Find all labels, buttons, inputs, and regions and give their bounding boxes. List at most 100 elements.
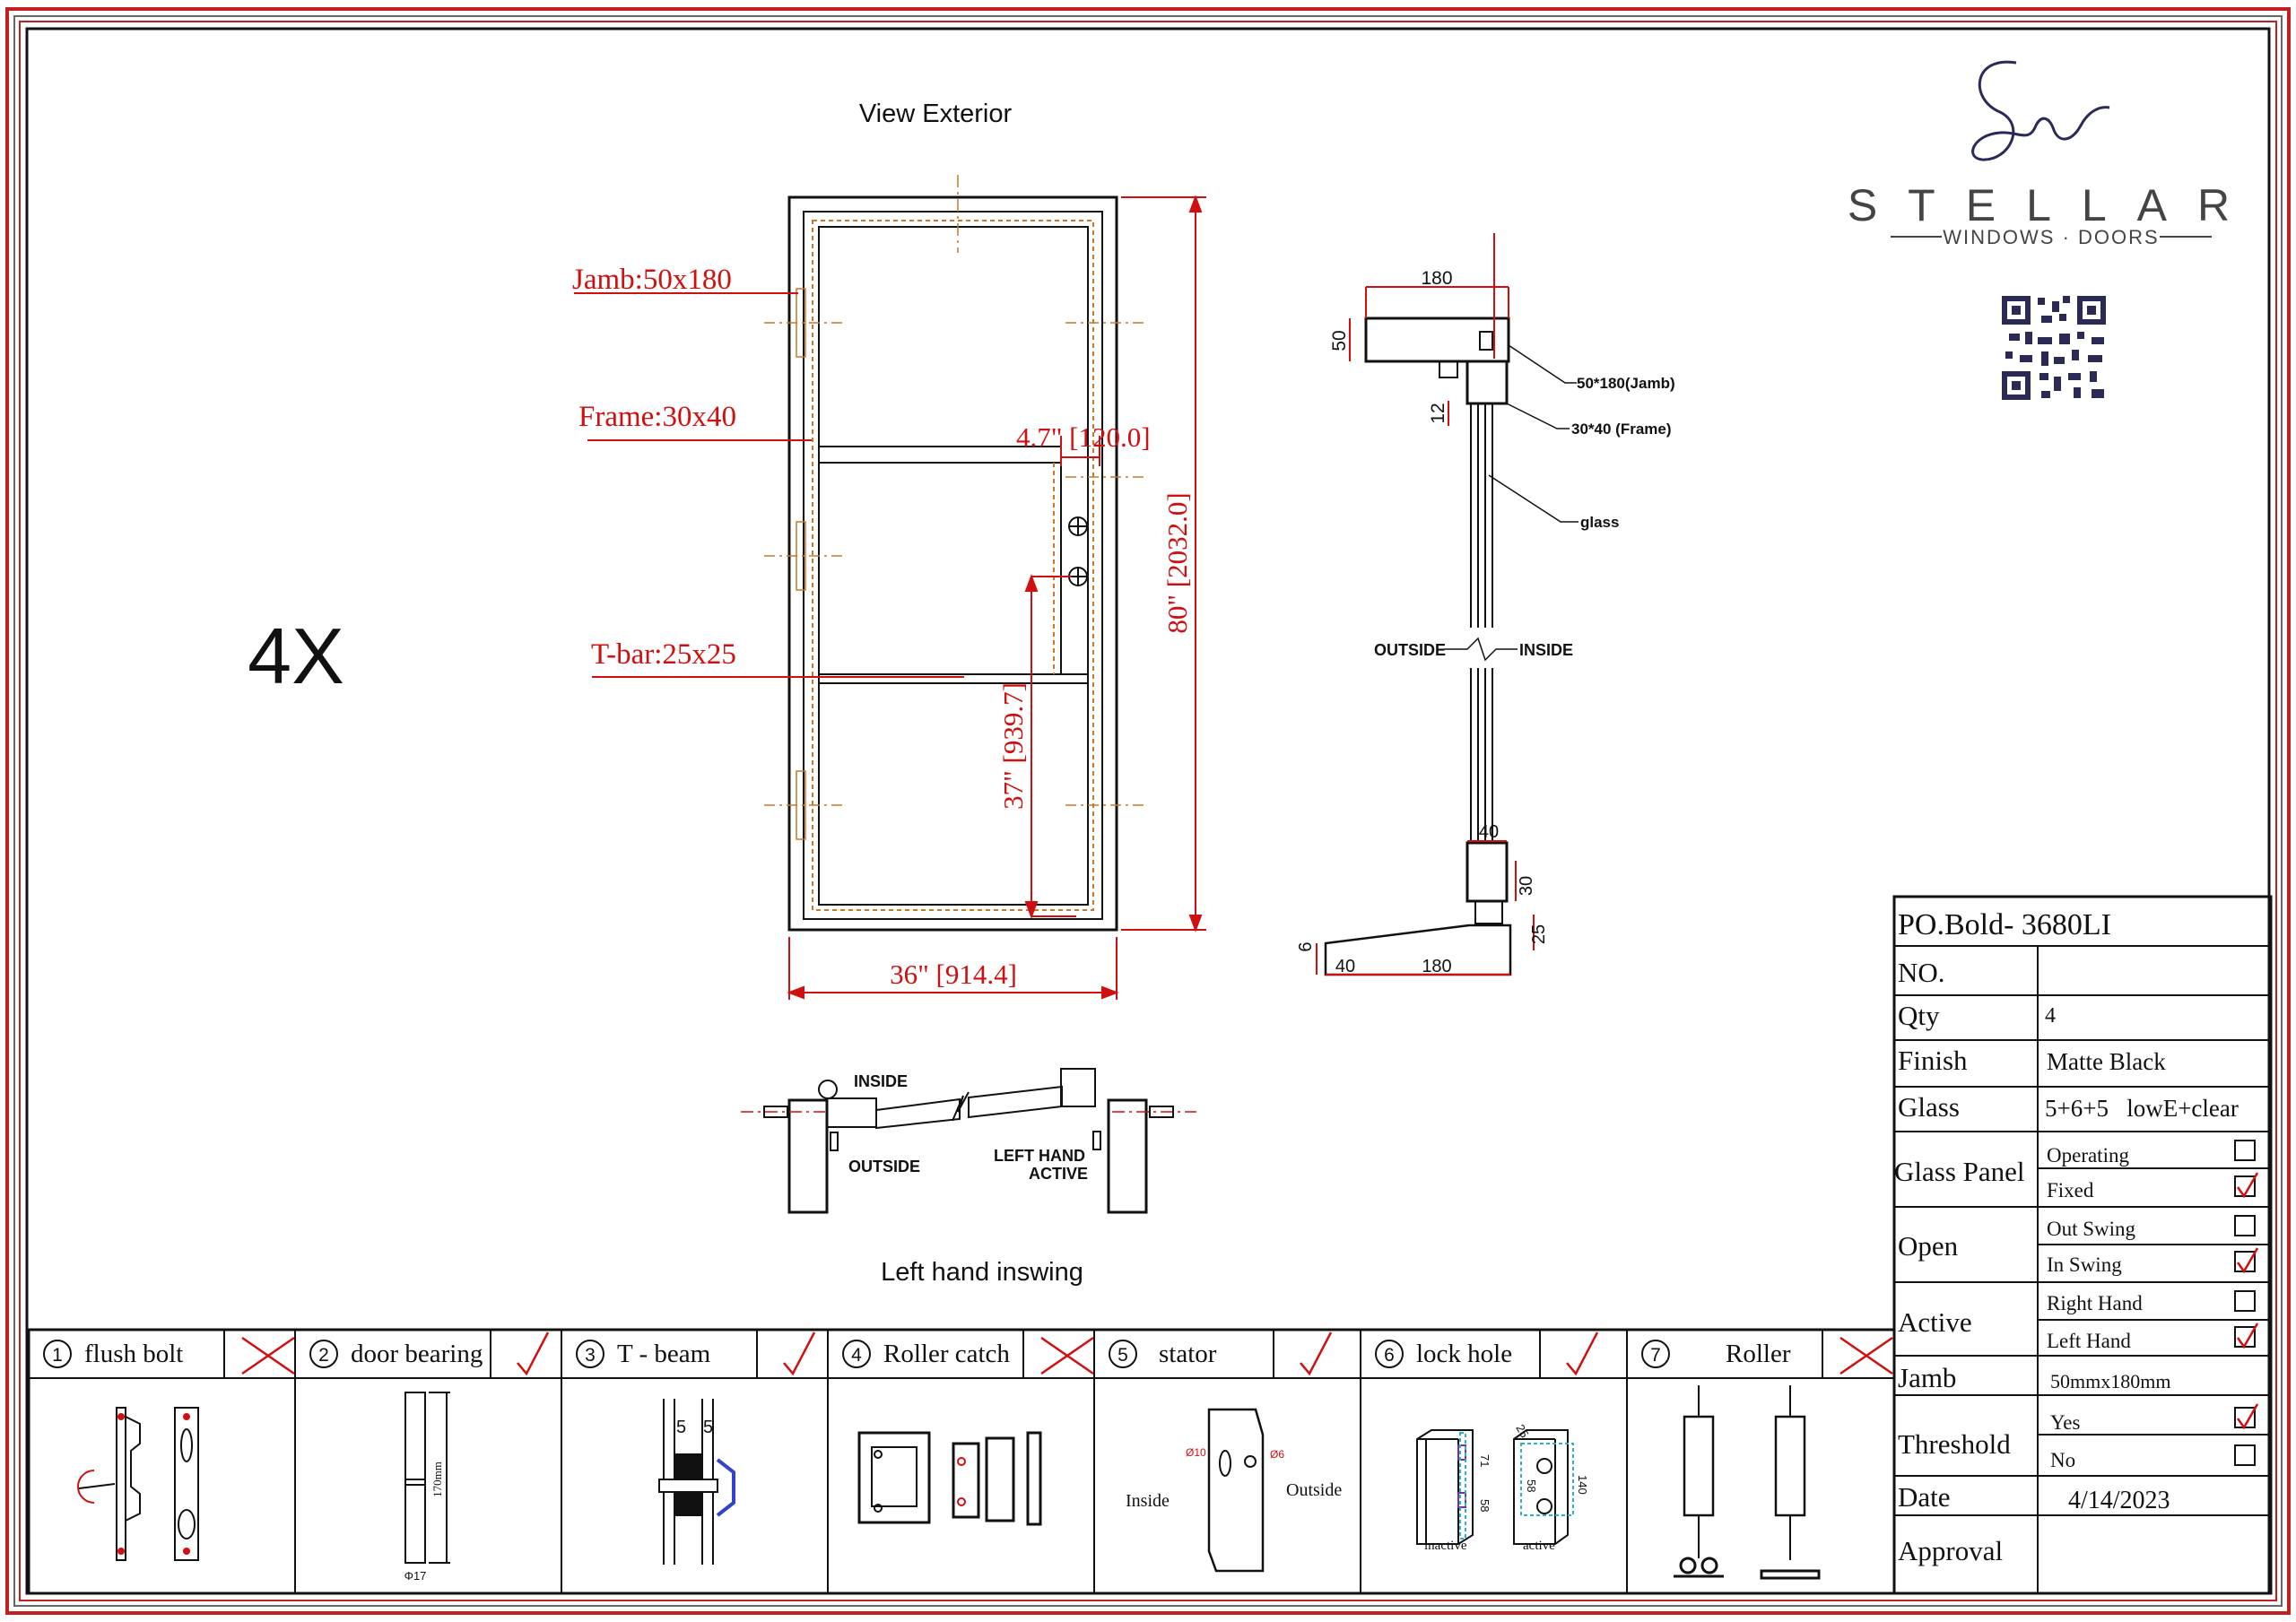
qr-code [2002,296,2106,400]
width-dim: 36" [914.4] [890,958,1017,990]
stator-icon: Inside Outside Ø10 Ø6 [1126,1408,1342,1573]
open-out-swing-checkbox[interactable] [2234,1215,2256,1236]
hardware-name: door bearing [351,1340,483,1368]
swing-title: Left hand inswing [881,1258,1083,1287]
plan-inside-label: INSIDE [854,1072,908,1090]
cross-mark-icon [1040,1336,1094,1375]
bearing-dim-label: 170mm [430,1462,444,1497]
frame-label: Frame:30x40 [578,401,736,433]
section-dim-50: 50 [1329,330,1350,351]
active-right-hand-checkbox[interactable] [2234,1290,2256,1312]
hardware-number-circle [43,1340,72,1368]
section-dimensions [1316,233,1535,976]
spec-value-finish: Matte Black [2047,1048,2166,1075]
handle-offset-dim: 4.7" [120.0] [1016,421,1151,453]
glass-note: glass [1580,514,1619,531]
elevation-dimensions [574,195,1206,1000]
hardware-name: T - beam [617,1340,711,1368]
check-mark-icon [517,1331,550,1376]
lock-hole-icon: inactive active 71 58 58 25 140 [1416,1422,1589,1553]
option-yes: Yes [2050,1411,2081,1434]
check-mark-icon [1300,1331,1333,1376]
spec-label-approval: Approval [1898,1535,2003,1566]
hardware-name: flush bolt [84,1340,183,1368]
cross-mark-icon [1839,1336,1893,1375]
section-dim-40-top: 40 [1479,822,1499,842]
logo-tagline: WINDOWS · DOORS [1943,226,2159,248]
option-out-swing: Out Swing [2047,1218,2136,1240]
stator-dia-b: Ø6 [1270,1448,1284,1461]
hardware-name: lock hole [1416,1340,1512,1368]
hardware-number-circle [1641,1340,1670,1368]
hardware-number-circle [1109,1340,1137,1368]
lock-dim-1: 71 [1478,1454,1492,1467]
door-bearing-icon: 170mm Φ17 [404,1392,450,1583]
lock-dim-2: 58 [1478,1499,1492,1512]
plan-view [741,1068,1196,1214]
spec-label-date: Date [1898,1481,1951,1513]
hardware-number: 1 [52,1345,63,1366]
option-left-hand: Left Hand [2047,1330,2131,1352]
spec-label-threshold: Threshold [1898,1428,2011,1460]
check-mark-icon [2236,1247,2259,1274]
handle-height-dim: 37" [939.7] [997,682,1029,810]
hinge-marks [764,288,1144,840]
check-mark-icon [783,1331,816,1376]
spec-checkboxes [2234,1140,2259,1466]
spec-label-no: NO. [1898,957,1945,988]
plan-active-label-2: ACTIVE [1029,1165,1088,1183]
stellar-logo: STELLAR WINDOWS · DOORS [1848,60,2230,248]
stator-dia-a: Ø10 [1186,1446,1206,1459]
hardware-number: 3 [585,1345,596,1366]
jamb-note: 50*180(Jamb) [1577,375,1675,392]
spec-table: PO.Bold- 3680LI NO. Qty 4 Finish Matte B… [1894,908,2239,1566]
check-mark-icon [2236,1172,2259,1199]
hardware-number: 4 [851,1345,862,1366]
section-dim-6: 6 [1296,941,1316,951]
view-exterior-title: View Exterior [859,100,1013,128]
option-no: No [2050,1449,2075,1471]
po-number: PO.Bold- 3680LI [1898,908,2111,941]
check-mark-icon [2236,1323,2259,1349]
option-operating: Operating [2047,1144,2129,1167]
section-dim-12: 12 [1428,403,1448,423]
lock-dim-5: 140 [1576,1475,1589,1495]
option-fixed: Fixed [2047,1179,2094,1201]
tbeam-dim-b: 5 [703,1418,713,1437]
glass-panel-operating-checkbox[interactable] [2234,1140,2256,1161]
threshold-no-checkbox[interactable] [2234,1444,2256,1466]
lock-inactive-label: inactive [1424,1539,1467,1553]
logo-signature [1971,60,2110,161]
stator-outside-label: Outside [1286,1480,1342,1500]
section-outside-label: OUTSIDE [1374,641,1446,659]
check-mark-icon [1566,1331,1599,1376]
check-mark-icon [2236,1403,2259,1430]
hardware-number-circle [576,1340,604,1368]
jamb-label: Jamb:50x180 [572,264,732,296]
option-right-hand: Right Hand [2047,1292,2143,1314]
spec-label-open: Open [1898,1230,1959,1262]
lock-dim-4: 25 [1513,1422,1531,1440]
lock-dim-3: 58 [1525,1479,1538,1492]
section-dim-180-bottom: 180 [1422,957,1451,976]
hardware-strip [27,1328,1896,1595]
quantity-mark: 4X [248,612,344,700]
spec-value-date: 4/14/2023 [2068,1487,2170,1514]
plan-outside-label: OUTSIDE [848,1158,920,1175]
tbeam-dim-a: 5 [676,1418,686,1437]
t-beam-icon: 5 5 [658,1399,735,1565]
spec-label-jamb: Jamb [1898,1362,1956,1393]
stator-inside-label: Inside [1126,1491,1170,1511]
spec-value-glass: 5+6+5 lowE+clear [2045,1095,2239,1122]
tbar-label: T-bar:25x25 [591,638,736,671]
spec-table-grid [1892,895,2273,1595]
height-dim: 80" [2032.0] [1161,492,1193,633]
spec-label-qty: Qty [1898,1000,1940,1031]
section-inside-label: INSIDE [1519,641,1573,659]
hardware-name: Roller catch [883,1340,1010,1368]
cross-mark-icon [241,1336,295,1375]
bearing-dia-label: Φ17 [404,1569,427,1583]
hardware-number: 5 [1118,1345,1128,1366]
spec-label-finish: Finish [1898,1045,1968,1076]
